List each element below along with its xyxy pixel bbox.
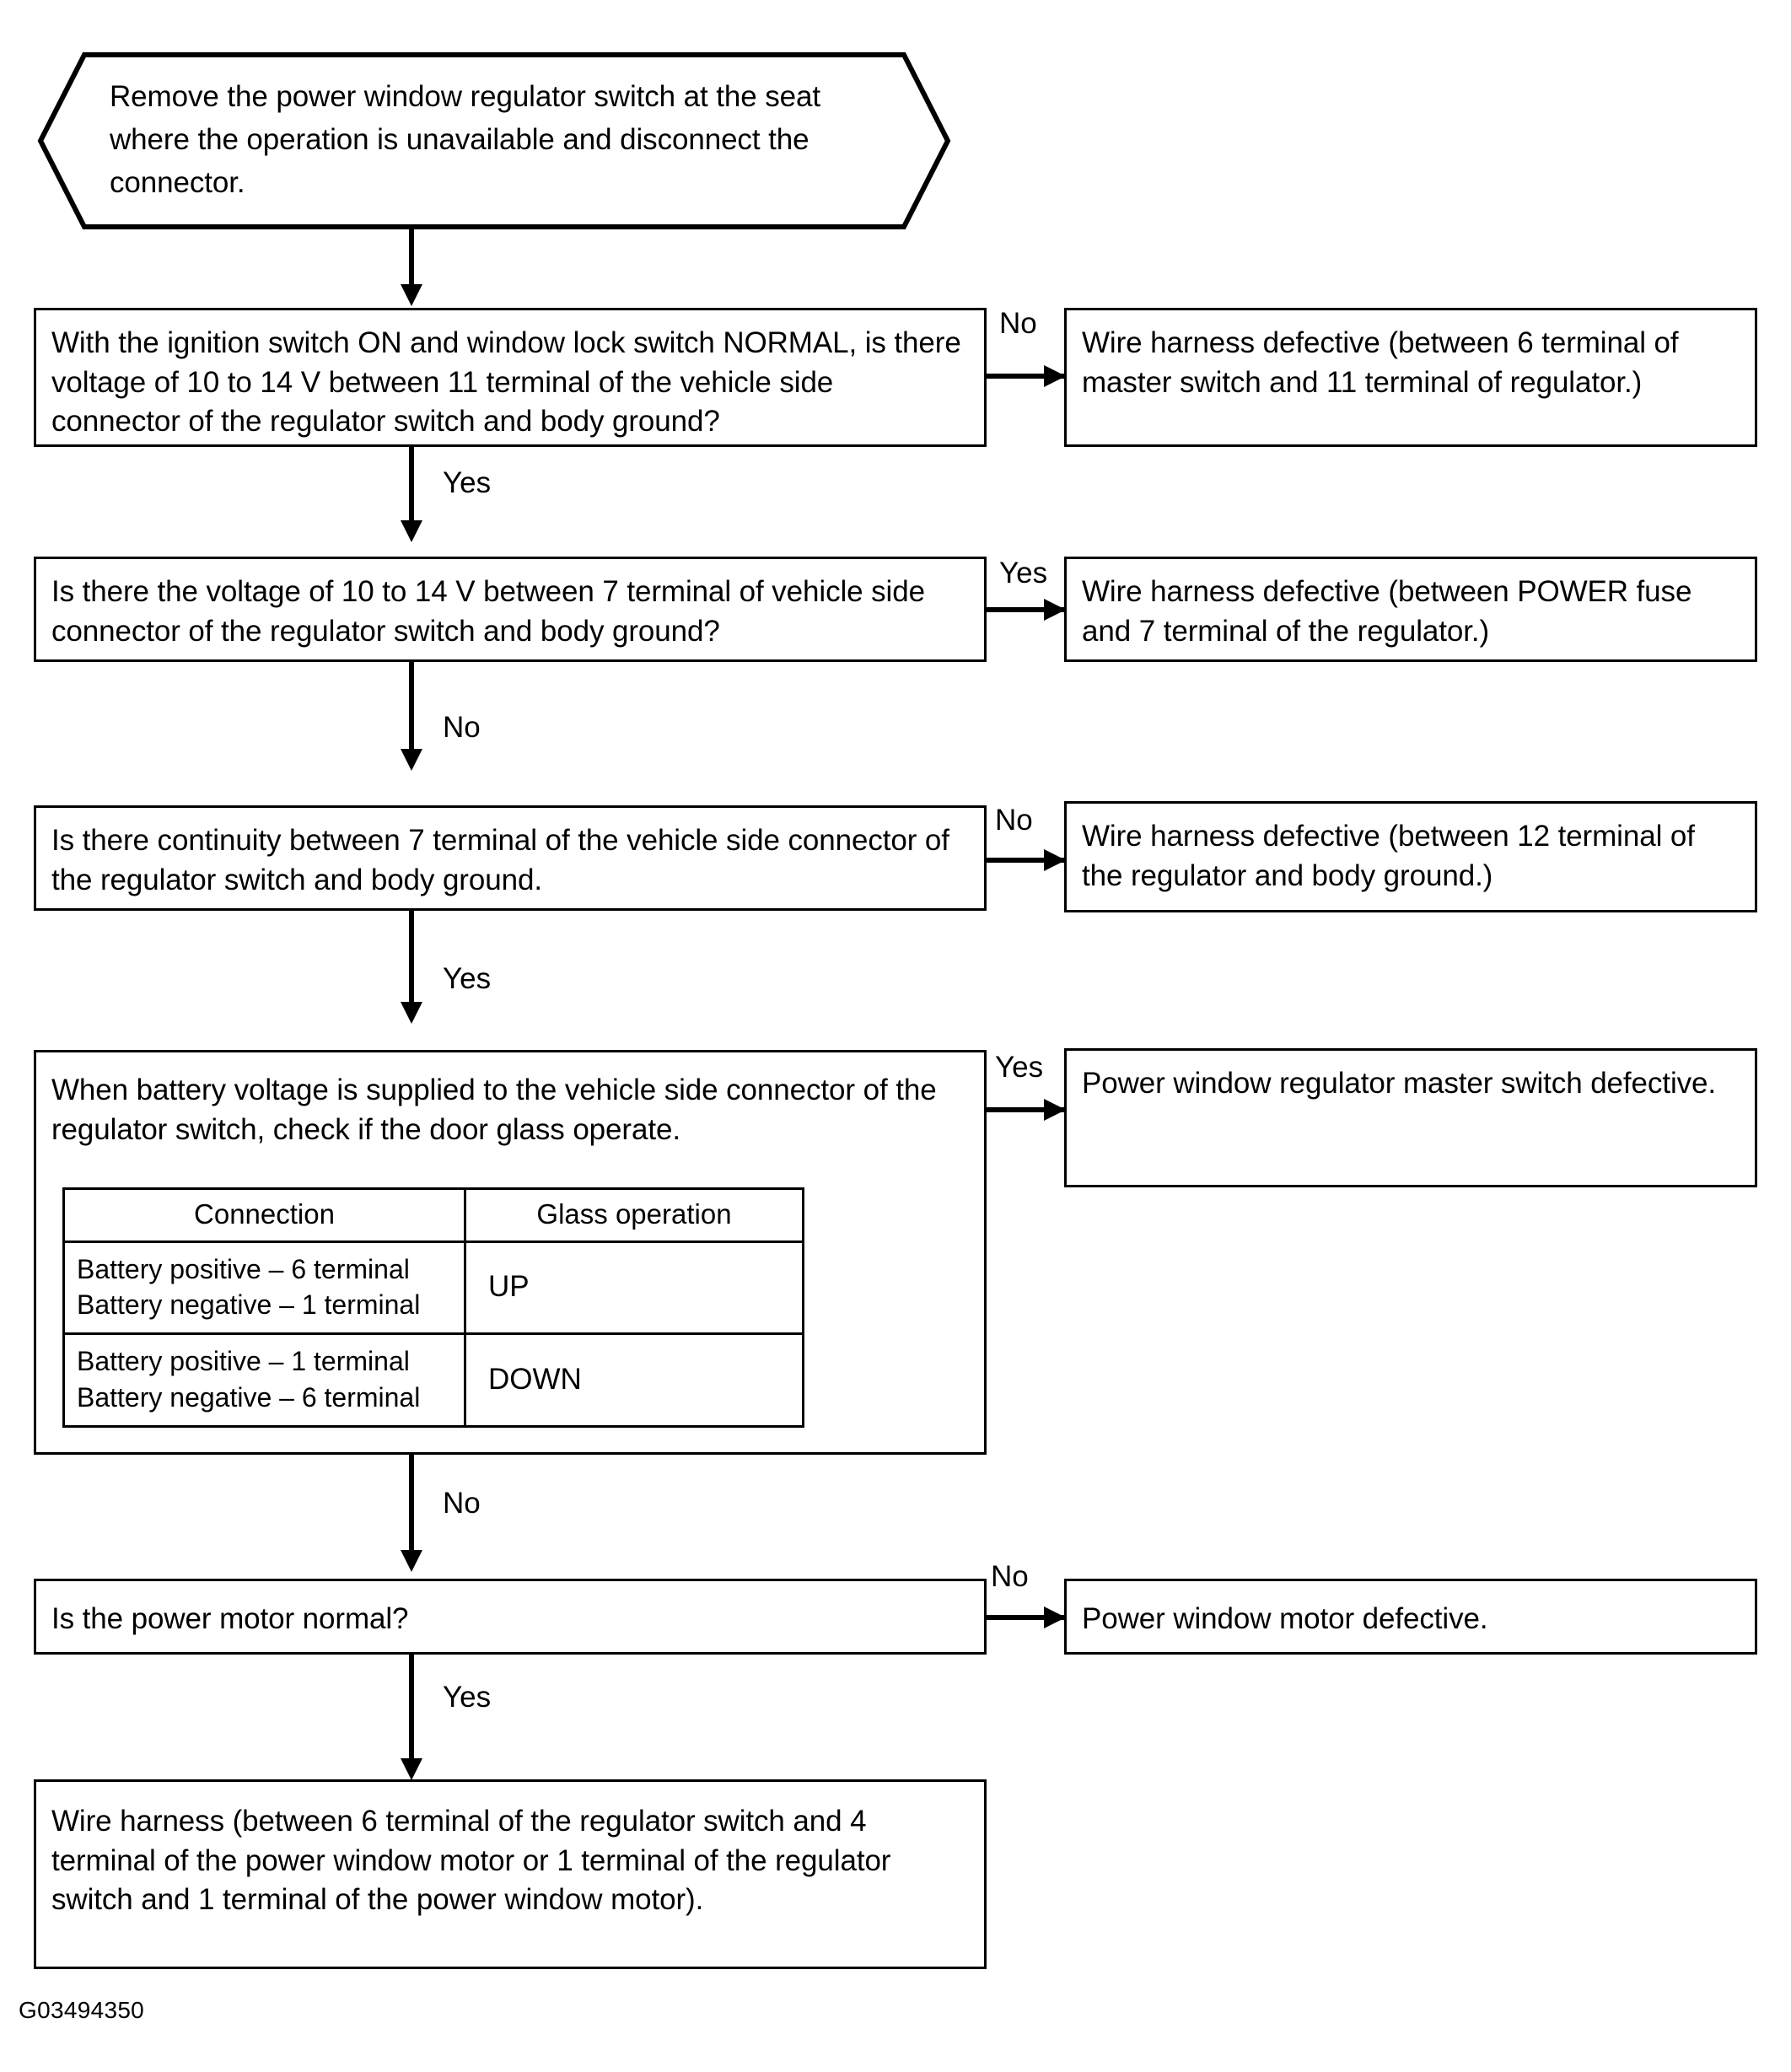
step-3-question-box[interactable]: Is there continuity between 7 terminal o… xyxy=(34,805,987,911)
step-5-branch-label-no: No xyxy=(991,1560,1029,1593)
connector-step2-to-step3 xyxy=(409,662,414,755)
hexagon-shape xyxy=(37,52,951,229)
arrow-step5-to-result5 xyxy=(1044,1606,1066,1628)
arrow-step3-to-step4 xyxy=(401,1002,422,1024)
connector-step5-to-result5 xyxy=(987,1615,1067,1620)
final-result-box[interactable]: Wire harness (between 6 terminal of the … xyxy=(34,1779,987,1969)
table-header-row: Connection Glass operation xyxy=(62,1187,805,1243)
step-2-branch-label-yes: Yes xyxy=(999,557,1048,589)
start-terminator: Remove the power window regulator switch… xyxy=(37,52,951,229)
step-1-branch-label-yes: Yes xyxy=(443,466,492,499)
step-5-question-text: Is the power motor normal? xyxy=(51,1602,409,1635)
step-3-branch-label-yes: Yes xyxy=(443,962,492,995)
connector-step1-to-step2 xyxy=(409,447,414,527)
final-result-text: Wire harness (between 6 terminal of the … xyxy=(51,1805,891,1917)
step-1-question-box[interactable]: With the ignition switch ON and window l… xyxy=(34,308,987,447)
connector-step3-to-result3 xyxy=(987,858,1067,863)
step-1-question-text: With the ignition switch ON and window l… xyxy=(51,326,961,439)
step-4-result-text: Power window regulator master switch def… xyxy=(1082,1067,1717,1100)
step-3-result-text: Wire harness defective (between 12 termi… xyxy=(1082,820,1695,892)
step-3-result-box[interactable]: Wire harness defective (between 12 termi… xyxy=(1064,801,1757,912)
step-4-question-text: When battery voltage is supplied to the … xyxy=(51,1074,937,1146)
table-row: Battery positive – 1 terminal Battery ne… xyxy=(62,1332,805,1428)
table-header-glass-operation: Glass operation xyxy=(463,1187,805,1243)
step-4-result-box[interactable]: Power window regulator master switch def… xyxy=(1064,1048,1757,1187)
step-5-result-text: Power window motor defective. xyxy=(1082,1602,1488,1635)
connector-step5-to-final xyxy=(409,1655,414,1764)
connector-step1-to-result1 xyxy=(987,374,1067,379)
arrow-step5-to-final xyxy=(401,1758,422,1780)
arrow-step4-to-step5 xyxy=(401,1550,422,1572)
step-2-question-box[interactable]: Is there the voltage of 10 to 14 V betwe… xyxy=(34,557,987,662)
step-5-result-box[interactable]: Power window motor defective. xyxy=(1064,1579,1757,1655)
table-cell-operation-up: UP xyxy=(463,1240,805,1336)
figure-id-label: G03494350 xyxy=(19,1997,145,2023)
step-3-branch-label-no: No xyxy=(995,804,1033,837)
step-2-result-box[interactable]: Wire harness defective (between POWER fu… xyxy=(1064,557,1757,662)
table-cell-connection-up: Battery positive – 6 terminal Battery ne… xyxy=(62,1240,466,1336)
arrow-start-to-step1 xyxy=(401,284,422,306)
connector-step4-to-result4 xyxy=(987,1107,1067,1112)
connector-step4-to-step5 xyxy=(409,1455,414,1556)
step-2-result-text: Wire harness defective (between POWER fu… xyxy=(1082,575,1692,648)
step-2-branch-label-no: No xyxy=(443,711,481,744)
step-5-question-box[interactable]: Is the power motor normal? xyxy=(34,1579,987,1655)
arrow-step4-to-result4 xyxy=(1044,1099,1066,1121)
arrow-step2-to-step3 xyxy=(401,749,422,771)
arrow-step1-to-step2 xyxy=(401,520,422,542)
table-header-connection: Connection xyxy=(62,1187,466,1243)
step-2-question-text: Is there the voltage of 10 to 14 V betwe… xyxy=(51,575,925,648)
connector-step2-to-result2 xyxy=(987,607,1067,612)
step-3-question-text: Is there continuity between 7 terminal o… xyxy=(51,824,949,896)
table-row: Battery positive – 6 terminal Battery ne… xyxy=(62,1240,805,1336)
arrow-step1-to-result1 xyxy=(1044,365,1066,387)
step-1-result-text: Wire harness defective (between 6 termin… xyxy=(1082,326,1679,399)
connector-start-to-step1 xyxy=(409,229,414,290)
step-5-branch-label-yes: Yes xyxy=(443,1681,492,1714)
connector-step3-to-step4 xyxy=(409,911,414,1008)
step-1-branch-label-no: No xyxy=(999,307,1037,340)
glass-operation-table: Connection Glass operation Battery posit… xyxy=(62,1187,805,1428)
arrow-step3-to-result3 xyxy=(1044,849,1066,871)
arrow-step2-to-result2 xyxy=(1044,599,1066,621)
step-4-branch-label-yes: Yes xyxy=(995,1051,1044,1084)
step-4-branch-label-no: No xyxy=(443,1487,481,1520)
step-1-result-box[interactable]: Wire harness defective (between 6 termin… xyxy=(1064,308,1757,447)
start-terminator-text: Remove the power window regulator switch… xyxy=(110,80,821,199)
table-cell-connection-down: Battery positive – 1 terminal Battery ne… xyxy=(62,1332,466,1428)
table-cell-operation-down: DOWN xyxy=(463,1332,805,1428)
